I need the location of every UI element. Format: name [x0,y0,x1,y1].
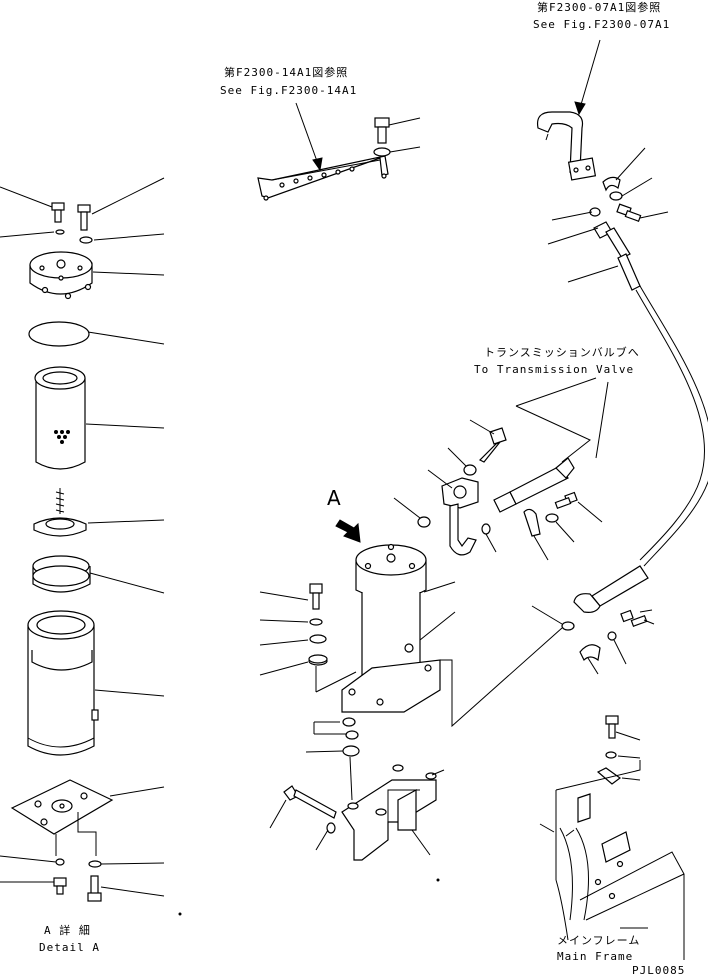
long-bolt [283,785,337,819]
mark-dot [436,878,440,882]
o-ring [342,717,356,727]
leader-lines-left [0,177,165,897]
filter-assembly [259,519,456,861]
valve-hose-assembly [393,377,609,728]
washer [55,229,65,235]
washer [88,860,102,868]
main-frame [539,760,685,960]
bolt [605,715,619,739]
split-flange [579,644,601,662]
bolt [620,609,648,627]
bracket-plate [10,779,114,856]
bolt [478,427,507,463]
ref-14a1-en-label: See Fig.F2300-14A1 [220,84,358,97]
detail-a-en-label: Detail A [39,941,100,954]
bolt [309,583,323,610]
filter-element [34,366,86,470]
hose-fitting [593,221,641,291]
spacer [342,745,360,757]
washer [326,822,336,834]
ref-07a1-en-label: See Fig.F2300-07A1 [533,18,671,31]
spring-seat [33,488,87,537]
washer [545,513,559,523]
filter-cover [29,251,93,300]
bolt [77,204,91,231]
detail-a-exploded-view [0,177,165,902]
washer [607,631,617,641]
spacer [308,654,328,666]
o-ring [345,730,359,740]
main-frame-en-label: Main Frame [557,950,634,963]
bolt [374,117,390,144]
o-ring [28,321,90,347]
washer [79,236,93,244]
drawing-code-label: PJL0085 [632,964,686,977]
washer [605,751,617,759]
washer [463,464,477,476]
frame-hose-assembly [531,565,685,960]
elbow-flange [441,477,479,556]
elbow-pipe-assembly [536,39,708,567]
mount-bracket [341,764,437,861]
washer [373,147,391,157]
o-ring [417,516,431,528]
washer [609,191,623,201]
ref-14a1-jp-label: 第F2300-14A1図参照 [224,66,349,79]
gasket [32,555,91,593]
to-valve-jp-label: トランスミッションバルブへ [484,346,640,359]
bolt [616,203,642,222]
bolt [53,877,67,895]
bracket-assembly [257,102,421,201]
washer [55,858,65,866]
hose [493,457,575,513]
filter-case [27,610,99,756]
filter-housing [341,543,441,713]
bolt [87,875,102,902]
bolt [554,491,578,509]
washer [309,634,327,644]
view-a-marker: A [327,486,341,510]
o-ring [561,621,575,631]
split-flange [523,508,541,537]
bolt [51,202,65,223]
view-arrow-icon [335,519,361,543]
hose-end [573,565,649,613]
mark-dot [178,912,182,916]
split-flange [602,176,621,192]
ref-07a1-jp-label: 第F2300-07A1図参照 [537,1,662,14]
main-frame-jp-label: メインフレーム [557,934,641,947]
detail-a-jp-label: A 詳 細 [44,924,91,937]
to-valve-en-label: To Transmission Valve [474,363,635,376]
clip [596,767,622,785]
washer [309,618,323,626]
o-ring [481,523,491,535]
